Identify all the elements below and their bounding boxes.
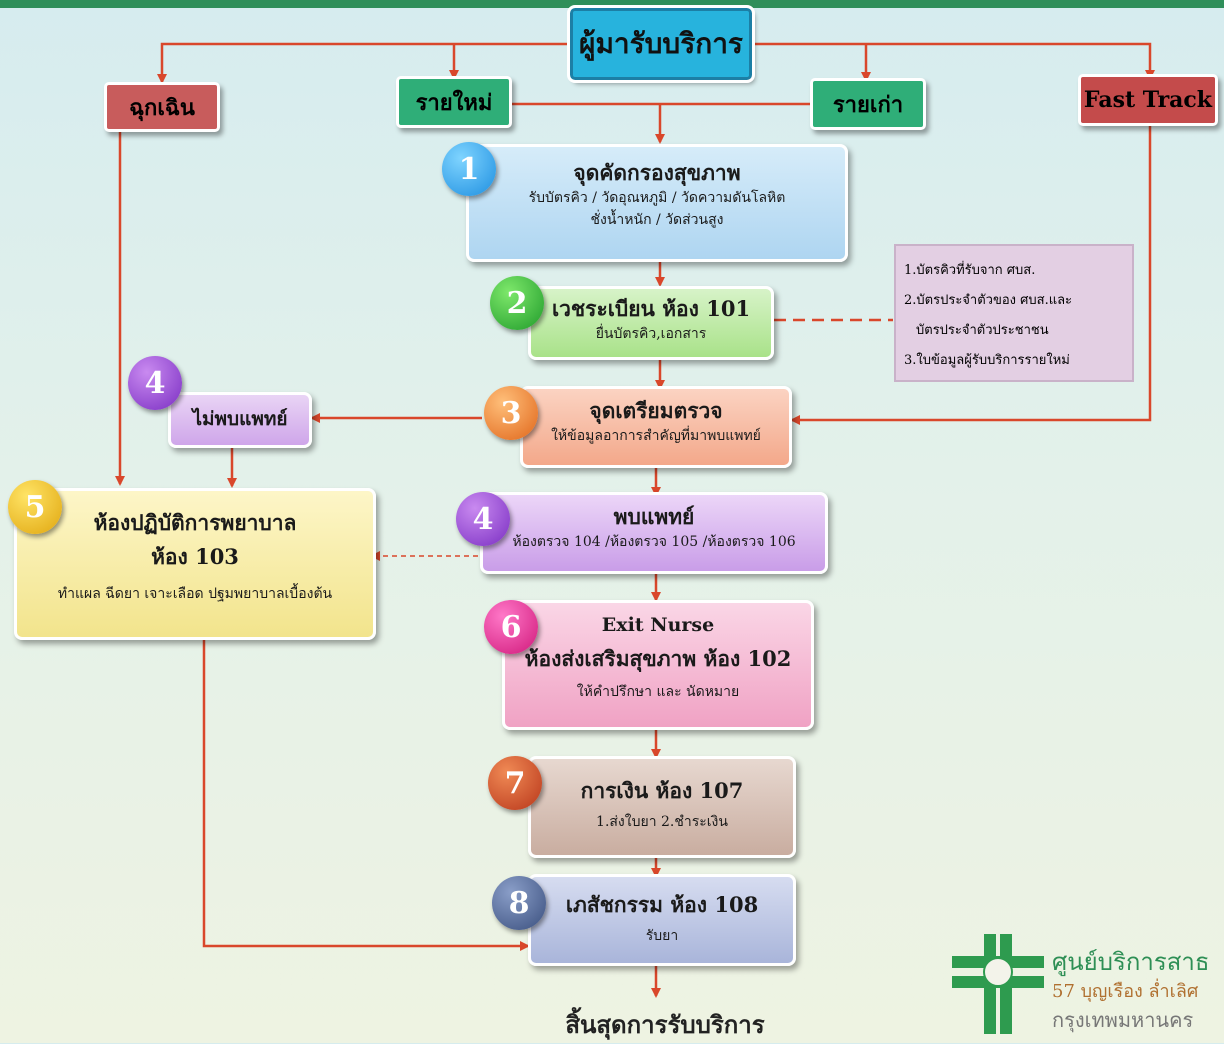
step-4a-number-icon: 4 — [128, 356, 182, 410]
step-4a-title: ไม่พบแพทย์ — [192, 408, 288, 430]
line-fast-track — [790, 126, 1152, 425]
step-5-title-2: ห้อง 103 — [151, 544, 239, 569]
note-item-1: 1.บัตรคิวที่รับจาก ศบส. — [904, 263, 1036, 278]
step-6-title: ห้องส่งเสริมสุขภาพ ห้อง 102 — [524, 646, 792, 671]
step-3-prep-box: จุดเตรียมตรวจ ให้ข้อมูลอาการสำคัญที่มาพบ… — [520, 386, 792, 468]
line-5-8 — [202, 640, 530, 951]
step-4-no-doctor-box: ไม่พบแพทย์ — [168, 392, 312, 448]
step-1-screening-box: จุดคัดกรองสุขภาพ รับบัตรคิว / วัดอุณหภูม… — [466, 144, 848, 262]
logo-line-3: กรุงเทพมหานคร — [1052, 1008, 1194, 1032]
step-4-number-icon: 4 — [456, 492, 510, 546]
step-1-title: จุดคัดกรองสุขภาพ — [573, 160, 741, 185]
service-users-box: ผู้มารับบริการ — [567, 5, 755, 83]
old-patient-box: รายเก่า — [810, 78, 926, 130]
fast-track-box: Fast Track — [1078, 74, 1218, 126]
step-5-title: ห้องปฏิบัติการพยาบาล — [93, 510, 297, 535]
note-item-2: 2.บัตรประจำตัวของ ศบส.และ — [904, 293, 1073, 308]
step-6-health-promotion-box: Exit Nurse ห้องส่งเสริมสุขภาพ ห้อง 102 ใ… — [502, 600, 814, 730]
step-2-registration-box: เวชระเบียน ห้อง 101 ยื่นบัตรคิว,เอกสาร — [528, 286, 774, 360]
step-8-line-1: รับยา — [645, 928, 679, 944]
service-users-label: ผู้มารับบริการ — [579, 27, 743, 60]
health-center-logo: ศูนย์บริการสาธ 57 บุญเรือง ล่ำเลิศ กรุงเ… — [948, 930, 1224, 1043]
new-patient-box: รายใหม่ — [396, 76, 512, 128]
step-7-title: การเงิน ห้อง 107 — [580, 778, 744, 803]
step-5-nursing-box: ห้องปฏิบัติการพยาบาล ห้อง 103 ทำแผล ฉีดย… — [14, 488, 376, 640]
step-3-line-1: ให้ข้อมูลอาการสำคัญที่มาพบแพทย์ — [551, 428, 761, 444]
step-6-line-1: ให้คำปรึกษา และ นัดหมาย — [576, 684, 740, 700]
logo-line-2: 57 บุญเรือง ล่ำเลิศ — [1052, 981, 1199, 1002]
step-7-finance-box: การเงิน ห้อง 107 1.ส่งใบยา 2.ชำระเงิน — [528, 756, 796, 858]
step-7-number-icon: 7 — [488, 756, 542, 810]
end-of-service-label: สิ้นสุดการรับบริการ — [565, 1010, 765, 1039]
emergency-box: ฉุกเฉิน — [104, 82, 220, 132]
step-1-line-1: รับบัตรคิว / วัดอุณหภูมิ / วัดความดันโลห… — [528, 190, 786, 206]
step-6-title-0: Exit Nurse — [601, 614, 715, 636]
step-1-line-2: ชั่งน้ำหนัก / วัดส่วนสูง — [590, 212, 724, 228]
old-patient-label: รายเก่า — [832, 91, 904, 118]
step-3-title: จุดเตรียมตรวจ — [589, 398, 723, 423]
step-8-number-icon: 8 — [492, 876, 546, 930]
note-item-4: 3.ใบข้อมูลผู้รับบริการรายใหม่ — [904, 353, 1070, 368]
logo-line-1: ศูนย์บริการสาธ — [1052, 948, 1210, 976]
step-6-number-icon: 6 — [484, 600, 538, 654]
new-patient-label: รายใหม่ — [415, 89, 493, 116]
line-top-right — [752, 42, 1155, 80]
top-band — [0, 0, 1224, 8]
step-8-title: เภสัชกรรม ห้อง 108 — [565, 892, 759, 917]
step-1-number-icon: 1 — [442, 142, 496, 196]
line-top-left — [157, 42, 568, 84]
health-cross-icon — [952, 934, 1044, 1034]
step-3-number-icon: 3 — [484, 386, 538, 440]
step-7-line-1: 1.ส่งใบยา 2.ชำระเงิน — [596, 814, 728, 830]
note-item-3: บัตรประจำตัวประชาชน — [916, 323, 1049, 338]
step-2-title: เวชระเบียน ห้อง 101 — [551, 296, 751, 321]
step-4-line-1: ห้องตรวจ 104 /ห้องตรวจ 105 /ห้องตรวจ 106 — [512, 534, 796, 550]
step-5-number-icon: 5 — [8, 480, 62, 534]
step-5-line-1: ทำแผล ฉีดยา เจาะเลือด ปฐมพยาบาลเบื้องต้น — [57, 586, 333, 602]
step-2-line-1: ยื่นบัตรคิว,เอกสาร — [595, 326, 707, 342]
step-2-number-icon: 2 — [490, 276, 544, 330]
emergency-label: ฉุกเฉิน — [129, 94, 195, 121]
step-4-title: พบแพทย์ — [613, 504, 695, 529]
registration-documents-note: 1.บัตรคิวที่รับจาก ศบส. 2.บัตรประจำตัวขอ… — [894, 244, 1134, 382]
step-8-pharmacy-box: เภสัชกรรม ห้อง 108 รับยา — [528, 874, 796, 966]
fast-track-label: Fast Track — [1083, 87, 1213, 113]
step-4-doctor-box: พบแพทย์ ห้องตรวจ 104 /ห้องตรวจ 105 /ห้อง… — [480, 492, 828, 574]
